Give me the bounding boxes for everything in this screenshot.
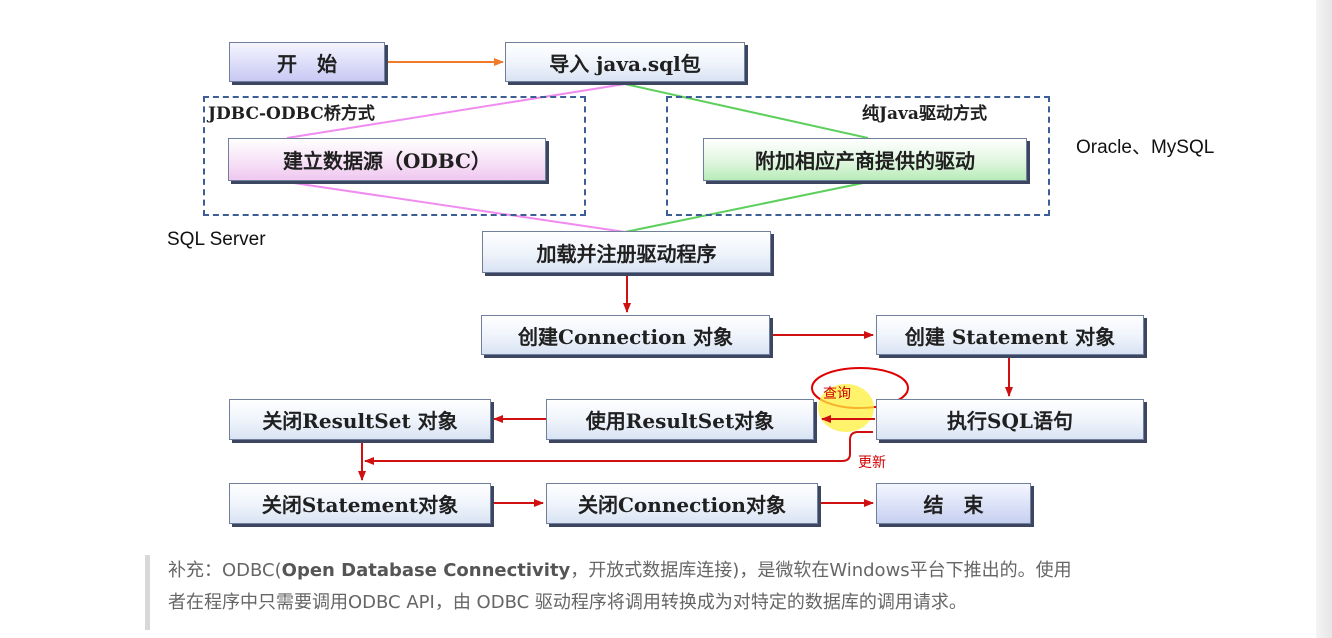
start-node: 开 始 <box>229 42 385 82</box>
supplement-line-1: 补充：ODBC(Open Database Connectivity，开放式数据… <box>168 560 1072 581</box>
use-resultset-node: 使用ResultSet对象 <box>546 399 814 440</box>
green-path-top <box>624 83 869 139</box>
jdbc-odbc-label: JDBC-ODBC桥方式 <box>208 104 375 124</box>
pink-path-top <box>286 83 626 139</box>
create-odbc-node: 建立数据源（ODBC） <box>228 138 546 181</box>
oracle-mysql-note: Oracle、MySQL <box>1076 137 1215 158</box>
close-resultset-node: 关闭ResultSet 对象 <box>229 399 491 440</box>
jdbc-odbc-group <box>203 96 586 216</box>
green-path-bottom <box>624 181 869 233</box>
pink-path-bottom <box>286 181 626 233</box>
supplement-note: 补充：ODBC(Open Database Connectivity，开放式数据… <box>145 555 1295 630</box>
vendor-driver-node: 附加相应产商提供的驱动 <box>703 138 1027 181</box>
create-statement-node: 创建 Statement 对象 <box>876 315 1144 355</box>
import-node: 导入 java.sql包 <box>505 42 745 82</box>
query-label: 查询 <box>823 385 851 401</box>
load-driver-node: 加载并注册驱动程序 <box>482 231 771 273</box>
pure-java-group <box>666 96 1050 216</box>
right-edge-strip <box>1316 0 1332 638</box>
supplement-line-2: 者在程序中只需要调用ODBC API，由 ODBC 驱动程序将调用转换成为对特定… <box>168 592 967 613</box>
close-connection-node: 关闭Connection对象 <box>546 483 818 524</box>
execute-sql-node: 执行SQL语句 <box>876 399 1144 440</box>
update-label: 更新 <box>858 454 886 470</box>
end-node: 结 束 <box>876 483 1031 524</box>
update-path <box>364 431 873 465</box>
sql-server-note: SQL Server <box>167 229 266 250</box>
close-statement-node: 关闭Statement对象 <box>229 483 491 524</box>
create-connection-node: 创建Connection 对象 <box>481 315 770 355</box>
pure-java-label: 纯Java驱动方式 <box>862 104 987 124</box>
